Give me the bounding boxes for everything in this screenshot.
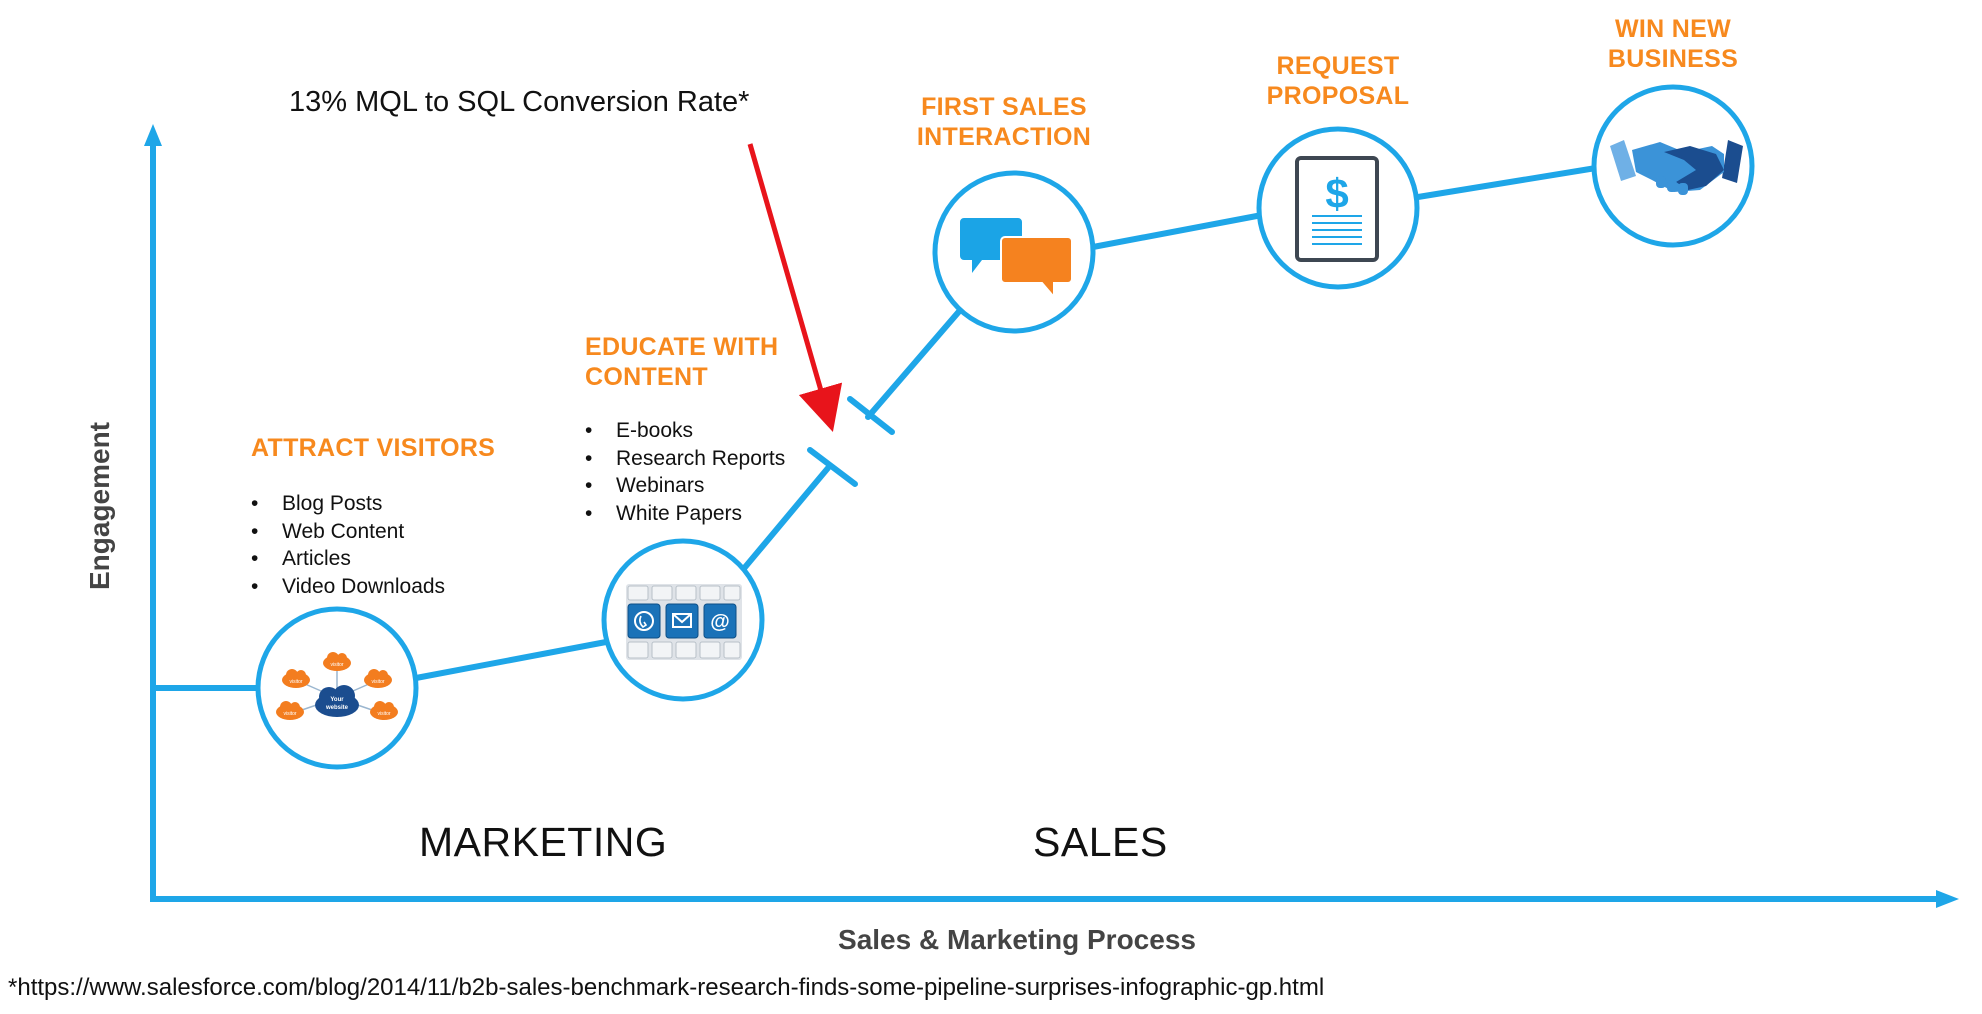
stage-title-line: FIRST SALES [921, 93, 1087, 121]
marketing-phase-label: MARKETING [419, 819, 668, 865]
conversion-break-marker [807, 396, 895, 487]
visitor-label: visitor [330, 662, 343, 668]
stage-title-line: EDUCATE WITH [585, 333, 779, 361]
keyboard-contact-icon: @ [626, 584, 742, 660]
list-item: White Papers [585, 500, 785, 528]
list-item: Blog Posts [251, 490, 445, 518]
x-axis-title: Sales & Marketing Process [838, 924, 1196, 955]
conversion-rate-callout: 13% MQL to SQL Conversion Rate* [289, 86, 750, 118]
stage-title-line: ATTRACT VISITORS [251, 434, 496, 462]
conversion-arrow [747, 143, 843, 433]
visitor-label: visitor [283, 711, 296, 717]
x-axis [150, 890, 1959, 908]
visitor-label: visitor [289, 679, 302, 685]
hub-label: Your [330, 697, 344, 703]
educate-content-list: E-books Research Reports Webinars White … [585, 417, 785, 527]
list-item: Articles [251, 545, 445, 573]
list-item: Research Reports [585, 445, 785, 473]
stage-title-line: CONTENT [585, 363, 708, 391]
stage-title-line: INTERACTION [916, 123, 1092, 151]
website-visitors-icon: visitor visitor visitor visitor visitor … [276, 652, 398, 720]
handshake-icon [1610, 140, 1743, 195]
dollar-sign: $ [1325, 170, 1348, 217]
list-item: E-books [585, 417, 785, 445]
visitor-label: visitor [377, 711, 390, 717]
stage-title-line: REQUEST [1276, 52, 1400, 80]
source-footnote: *https://www.salesforce.com/blog/2014/11… [8, 974, 1325, 1001]
attract-visitors-title: ATTRACT VISITORS [251, 433, 495, 463]
at-key-label: @ [710, 611, 730, 633]
y-axis-title: Engagement [84, 421, 115, 591]
hub-label: website [325, 705, 349, 711]
educate-content-title: EDUCATE WITH CONTENT [585, 332, 778, 392]
win-business-title: WIN NEW BUSINESS [1608, 14, 1738, 74]
proposal-document-icon: $ [1295, 156, 1379, 262]
stage-title-line: BUSINESS [1607, 45, 1739, 73]
stage-title-line: WIN NEW [1615, 15, 1731, 43]
list-item: Webinars [585, 472, 785, 500]
stage-title-line: PROPOSAL [1266, 82, 1410, 110]
list-item: Video Downloads [251, 573, 445, 601]
chat-bubbles-icon [960, 218, 1073, 300]
attract-visitors-list: Blog Posts Web Content Articles Video Do… [251, 490, 445, 600]
visitor-label: visitor [371, 679, 384, 685]
first-sales-title: FIRST SALES INTERACTION [917, 92, 1091, 152]
y-axis [144, 124, 162, 900]
request-proposal-title: REQUEST PROPOSAL [1267, 51, 1410, 111]
sales-phase-label: SALES [1033, 819, 1168, 865]
list-item: Web Content [251, 518, 445, 546]
